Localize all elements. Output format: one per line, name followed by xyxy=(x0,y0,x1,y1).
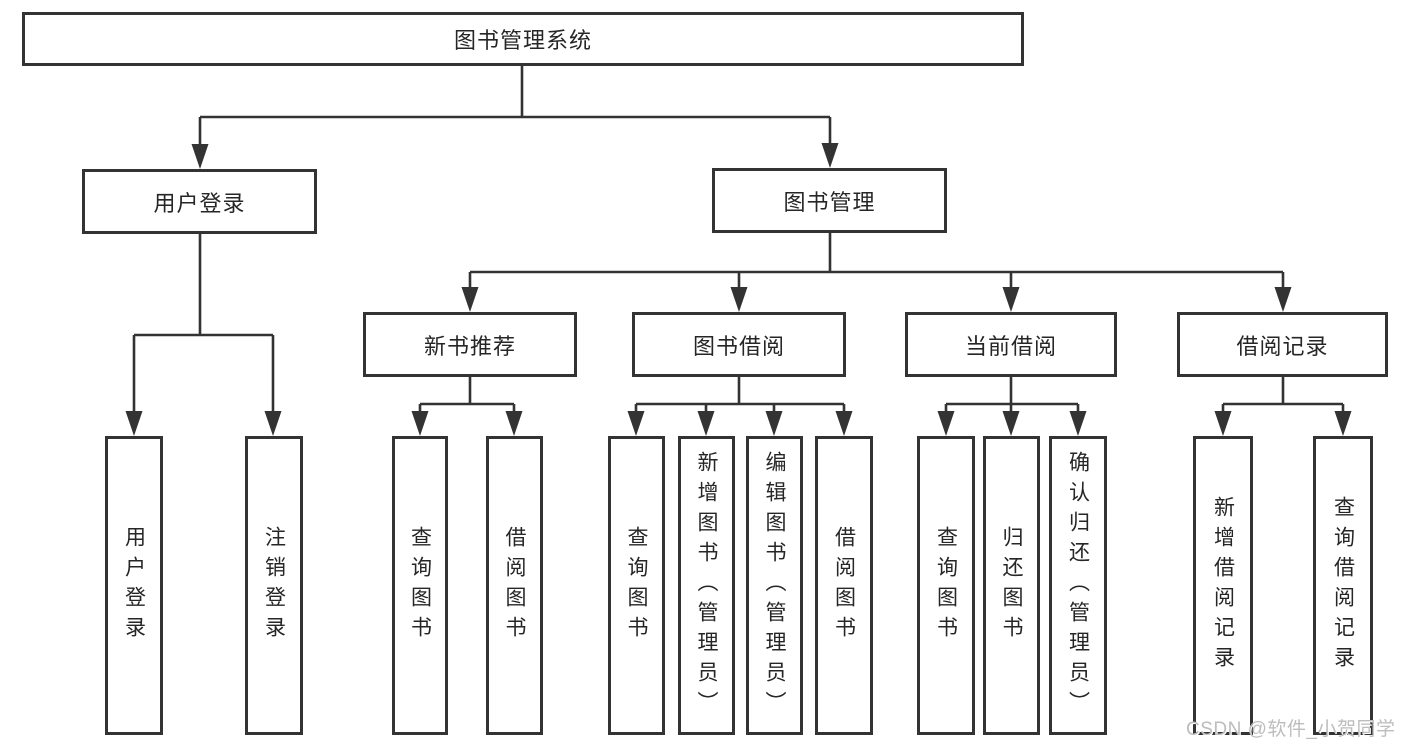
arrow-down-icon xyxy=(461,287,479,312)
node-label: 确认归还（管理员） xyxy=(1066,450,1090,721)
node-current-borrowing: 当前借阅 xyxy=(905,312,1117,377)
node-book-management: 图书管理 xyxy=(712,168,947,233)
node-label: 借阅图书 xyxy=(832,525,856,646)
arrow-down-icon xyxy=(191,144,209,169)
arrow-down-icon xyxy=(1002,287,1020,312)
node-label: 查询图书 xyxy=(625,525,648,646)
arrow-down-icon xyxy=(697,411,715,436)
arrow-down-icon xyxy=(505,411,523,436)
node-borrowing-records: 借阅记录 xyxy=(1177,312,1388,377)
arrowheads xyxy=(125,143,1352,436)
node-label: 用户登录 xyxy=(153,190,246,216)
leaf-query-books-current: 查询图书 xyxy=(917,436,975,735)
node-label: 注销登录 xyxy=(262,525,286,646)
node-label: 图书管理 xyxy=(783,189,876,215)
arrow-down-icon xyxy=(1214,411,1232,436)
watermark: CSDN @软件_小贺同学 xyxy=(1186,719,1396,740)
node-label: 借阅图书 xyxy=(503,525,526,646)
node-label: 新增借阅记录 xyxy=(1211,495,1235,676)
arrow-down-icon xyxy=(835,411,853,436)
leaf-return-books: 归还图书 xyxy=(983,436,1040,735)
node-label: 查询图书 xyxy=(934,525,958,646)
node-label: 当前借阅 xyxy=(964,333,1057,359)
node-user-login: 用户登录 xyxy=(82,169,317,234)
node-label: 新书推荐 xyxy=(423,333,516,359)
node-new-book-recommendation: 新书推荐 xyxy=(363,312,577,377)
arrow-down-icon xyxy=(264,411,282,436)
leaf-user-login: 用户登录 xyxy=(105,436,163,735)
node-label: 用户登录 xyxy=(122,525,146,646)
node-label: 归还图书 xyxy=(1000,525,1023,646)
arrow-down-icon xyxy=(765,411,783,436)
node-book-borrowing: 图书借阅 xyxy=(632,312,846,377)
arrow-down-icon xyxy=(1274,287,1292,312)
leaf-logout: 注销登录 xyxy=(245,436,303,735)
leaf-add-book-admin: 新增图书（管理员） xyxy=(678,436,735,735)
node-label: 图书管理系统 xyxy=(453,28,592,53)
leaf-query-books-recommend: 查询图书 xyxy=(392,436,448,735)
leaf-borrow-books-recommend: 借阅图书 xyxy=(486,436,543,735)
node-label: 借阅记录 xyxy=(1236,333,1329,359)
leaf-borrow-books-borrowing: 借阅图书 xyxy=(815,436,873,735)
leaf-add-borrow-record: 新增借阅记录 xyxy=(1193,436,1253,735)
arrow-down-icon xyxy=(125,411,143,436)
arrow-down-icon xyxy=(730,287,748,312)
connector-paths xyxy=(132,66,1345,414)
arrow-down-icon xyxy=(1069,411,1087,436)
node-label: 编辑图书（管理员） xyxy=(763,450,786,721)
arrow-down-icon xyxy=(1002,411,1020,436)
node-label: 新增图书（管理员） xyxy=(695,450,718,721)
arrow-down-icon xyxy=(411,411,429,436)
node-label: 查询借阅记录 xyxy=(1331,495,1355,676)
arrow-down-icon xyxy=(937,411,955,436)
node-library-management-system: 图书管理系统 xyxy=(22,12,1024,66)
leaf-confirm-return-admin: 确认归还（管理员） xyxy=(1049,436,1107,735)
arrow-down-icon xyxy=(821,143,839,168)
leaf-query-books-borrowing: 查询图书 xyxy=(608,436,665,735)
arrow-down-icon xyxy=(1334,411,1352,436)
leaf-edit-book-admin: 编辑图书（管理员） xyxy=(746,436,803,735)
arrow-down-icon xyxy=(627,411,645,436)
node-label: 查询图书 xyxy=(408,525,432,646)
leaf-query-borrow-record: 查询借阅记录 xyxy=(1313,436,1373,735)
node-label: 图书借阅 xyxy=(692,333,785,359)
